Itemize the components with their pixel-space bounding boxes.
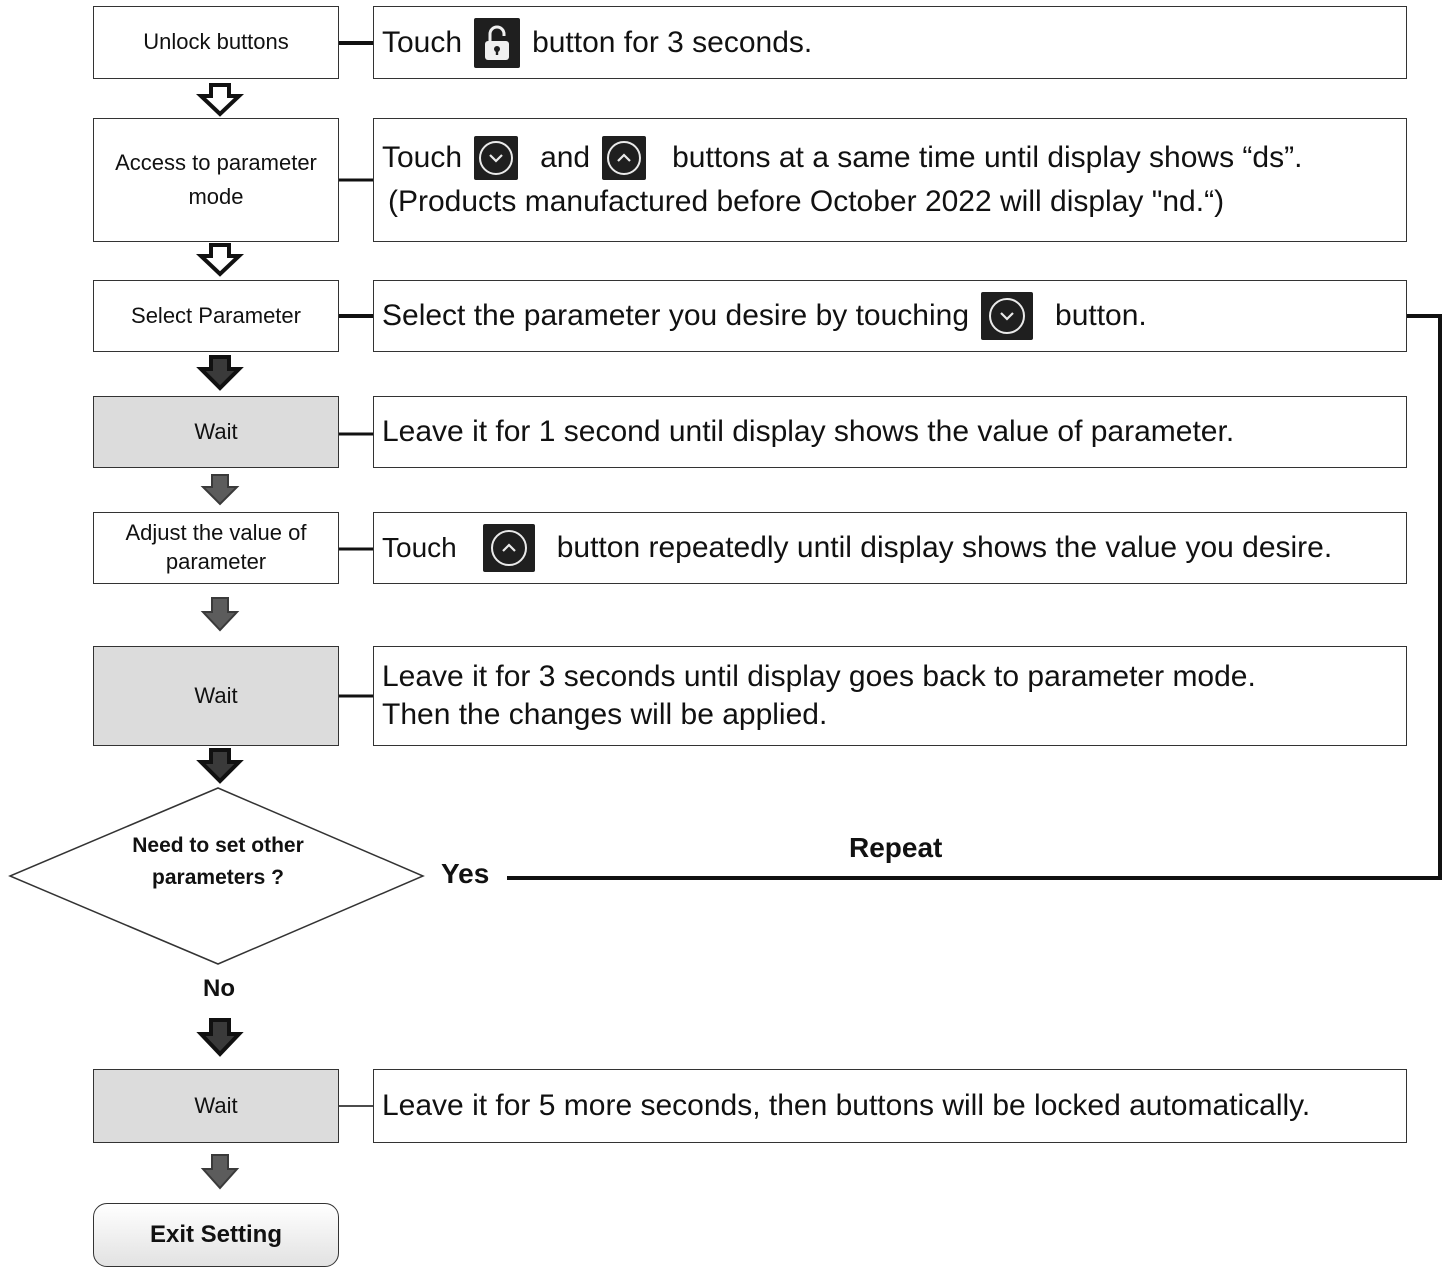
exit-setting-terminal: Exit Setting	[93, 1203, 339, 1267]
step-label: Exit Setting	[149, 1221, 282, 1249]
step-label: Unlock buttons	[143, 29, 289, 55]
decision-diamond	[8, 787, 425, 965]
flow-arrow-4	[200, 474, 240, 506]
step-label: Wait	[194, 1092, 238, 1118]
yes-label: Yes	[441, 858, 490, 889]
desc-select: Select the parameter you desire by touch…	[373, 280, 1407, 352]
step-wait-3: Wait	[93, 1069, 339, 1143]
step-label: Wait	[194, 418, 238, 444]
desc-text: Leave it for 1 second until display show…	[382, 415, 1235, 448]
desc-text-pre: Touch	[382, 141, 463, 174]
repeat-loop-line	[507, 314, 1442, 880]
flow-arrow-1	[195, 83, 245, 117]
flow-arrow-6	[196, 748, 244, 784]
step-adjust-value: Adjust the value of parameter	[93, 512, 339, 584]
desc-text: Leave it for 5 more seconds, then button…	[382, 1089, 1311, 1122]
flow-arrow-3	[196, 355, 244, 391]
desc-wait-2: Leave it for 3 seconds until display goe…	[373, 646, 1407, 746]
flow-arrow-8	[200, 1154, 240, 1190]
chevron-down-icon	[474, 136, 519, 180]
flow-arrow-5	[200, 597, 240, 632]
desc-text-mid: and	[540, 141, 591, 174]
step-label: Wait	[194, 682, 238, 708]
step-wait-1: Wait	[93, 396, 339, 468]
desc-note: (Products manufactured before October 20…	[388, 185, 1225, 218]
desc-access: Touch and buttons at a same time until d…	[373, 118, 1407, 242]
step-unlock-buttons: Unlock buttons	[93, 6, 339, 79]
desc-text-pre: Touch	[382, 25, 463, 59]
step-label: Access to parameter mode	[115, 150, 317, 209]
chevron-down-icon	[981, 292, 1034, 340]
desc-line-2: Then the changes will be applied.	[382, 698, 828, 731]
decision-question: Need to set other parameters ?	[132, 834, 304, 889]
no-label: No	[203, 975, 235, 1002]
desc-text-post: button for 3 seconds.	[532, 25, 813, 59]
desc-text-post: button repeatedly until display shows th…	[556, 531, 1333, 564]
desc-text-pre: Select the parameter you desire by touch…	[382, 299, 970, 332]
step-label: Select Parameter	[131, 302, 301, 328]
desc-adjust: Touch button repeatedly until display sh…	[373, 512, 1407, 584]
desc-text-post: button.	[1055, 299, 1147, 332]
unlock-icon	[474, 17, 521, 68]
desc-wait-1: Leave it for 1 second until display show…	[373, 396, 1407, 468]
step-access-parameter-mode: Access to parameter mode	[93, 118, 339, 242]
desc-text-post: buttons at a same time until display sho…	[672, 141, 1303, 174]
flow-arrow-2	[195, 243, 245, 277]
chevron-up-icon	[602, 136, 647, 180]
desc-unlock: Touch button for 3 seconds.	[373, 6, 1407, 79]
step-label: Adjust the value of parameter	[125, 520, 307, 574]
desc-text-pre: Touch	[382, 532, 457, 563]
flow-arrow-7	[196, 1018, 244, 1057]
desc-wait-3: Leave it for 5 more seconds, then button…	[373, 1069, 1407, 1143]
repeat-label: Repeat	[849, 832, 943, 863]
step-wait-2: Wait	[93, 646, 339, 746]
step-select-parameter: Select Parameter	[93, 280, 339, 352]
chevron-up-icon	[482, 524, 535, 572]
desc-line-1: Leave it for 3 seconds until display goe…	[382, 660, 1256, 693]
